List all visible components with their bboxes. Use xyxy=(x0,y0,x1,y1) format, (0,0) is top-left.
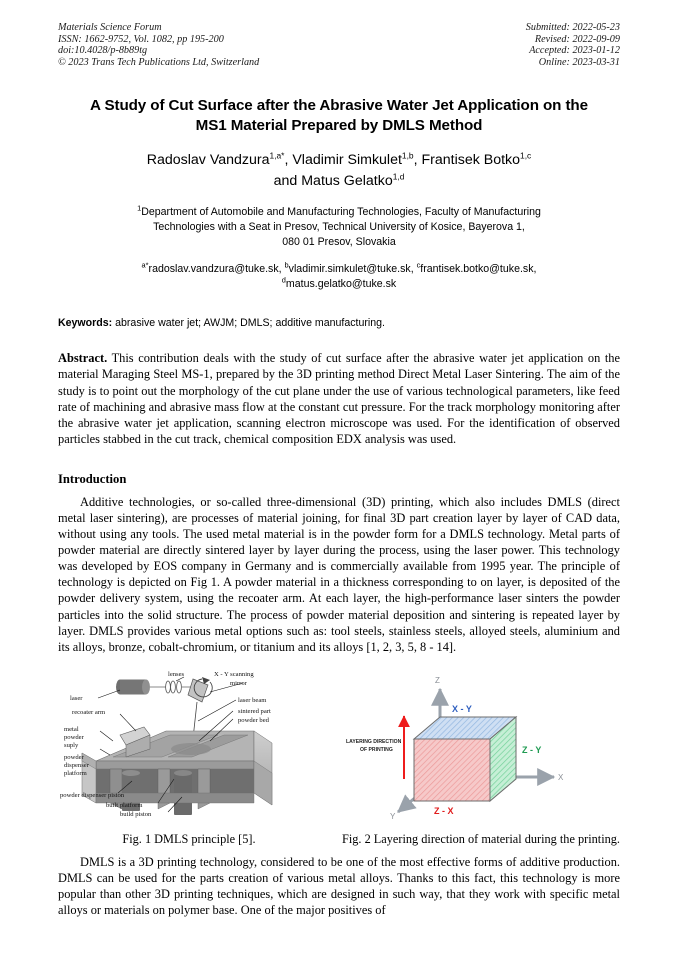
figure-2-label-axis-x: X xyxy=(558,773,564,782)
author-line-1: Radoslav Vandzura1,a*, Vladimir Simkulet… xyxy=(58,150,620,171)
affiliation-sup: 1 xyxy=(137,203,142,213)
email-2-sep: , xyxy=(410,263,417,276)
date-online: Online: 2023-03-31 xyxy=(538,56,620,68)
author-3-name: Frantisek Botko xyxy=(421,152,521,169)
figure-1-label-scanning-mirror-1: X - Y scanning xyxy=(214,671,254,678)
email-1-sep: , xyxy=(278,263,285,276)
figure-1-label-lenses: lenses xyxy=(168,671,185,678)
lens-icon xyxy=(165,680,182,694)
figure-2-caption: Fig. 2 Layering direction of material du… xyxy=(342,831,620,846)
email-2-sup: b xyxy=(284,260,289,270)
figure-1-label-scanning-mirror-2: mirror xyxy=(230,680,248,687)
email-block: a*radoslav.vandzura@tuke.sk, bvladimir.s… xyxy=(58,260,620,292)
figure-1-label-built-platform: built platform xyxy=(106,802,143,809)
affiliation-line1: 1Department of Automobile and Manufactur… xyxy=(66,205,612,220)
figure-2-label-axis-z: Z xyxy=(435,676,440,685)
author-2-sep: , xyxy=(413,152,422,169)
journal-header-right: Submitted: 2022-05-23 Revised: 2022-09-0… xyxy=(526,22,620,68)
journal-issn: ISSN: 1662-9752, Vol. 1082, pp 195-200 xyxy=(58,33,224,45)
figure-1-image: laser lenses X - Y scanning mirror laser… xyxy=(60,671,273,818)
email-line-1: a*radoslav.vandzura@tuke.sk, bvladimir.s… xyxy=(58,260,620,277)
abstract-text: This contribution deals with the study o… xyxy=(58,351,621,446)
figure-1-label-recoater-arm: recoater arm xyxy=(72,709,106,716)
dmls-machine-body xyxy=(81,726,273,815)
figure-1-label-build-piston: build piston xyxy=(120,811,152,818)
journal-header: Materials Science Forum ISSN: 1662-9752,… xyxy=(58,22,620,68)
author-2-sup: 1,b xyxy=(401,150,414,161)
figure-2-label-face-top: X - Y xyxy=(452,704,472,714)
date-submitted: Submitted: 2022-05-23 xyxy=(525,22,620,33)
figure-2-label-axis-y: Y xyxy=(390,812,396,821)
section-heading-introduction: Introduction xyxy=(58,471,127,486)
scanning-mirror-icon xyxy=(187,676,213,703)
date-accepted: Accepted: 2023-01-12 xyxy=(529,45,620,57)
author-conjunction: and xyxy=(273,173,302,190)
email-4[interactable]: matus.gelatko@tuke.sk xyxy=(285,277,397,290)
figure-2-image: Z X Y X - Y Z - Y Z - X LAYERING DIRECTI… xyxy=(346,676,564,821)
email-line-2: dmatus.gelatko@tuke.sk xyxy=(58,275,620,292)
abstract-block: Abstract. This contribution deals with t… xyxy=(58,350,620,447)
keywords-block: Keywords: abrasive water jet; AWJM; DMLS… xyxy=(58,316,620,330)
page-title-line2: MS1 Material Prepared by DMLS Method xyxy=(195,116,483,134)
author-line-2: and Matus Gelatko1,d xyxy=(58,171,620,192)
email-3[interactable]: frantisek.botko@tuke.sk xyxy=(420,263,534,276)
figure-1-caption: Fig. 1 DMLS principle [5]. xyxy=(122,831,256,846)
journal-copyright: © 2023 Trans Tech Publications Ltd, Swit… xyxy=(58,56,260,68)
figure-2-label-direction-2: OF PRINTING xyxy=(360,747,393,753)
figure-2-label-face-right: Z - Y xyxy=(522,745,541,755)
figure-1-leader-lines xyxy=(97,676,244,813)
author-1: Radoslav Vandzura1,a*, xyxy=(146,150,293,169)
figure-1-label-dispenser: dispenser xyxy=(64,762,90,769)
figure-2-block: Z X Y X - Y Z - Y Z - X LAYERING DIRECTI… xyxy=(342,669,620,847)
page-title: A Study of Cut Surface after the Abrasiv… xyxy=(58,96,620,135)
author-3: Frantisek Botko1,c xyxy=(421,150,532,169)
figure-1-label-sintered-part: sintered part xyxy=(238,708,271,715)
journal-name: Materials Science Forum xyxy=(58,22,162,33)
keywords-text: abrasive water jet; AWJM; DMLS; additive… xyxy=(115,317,385,330)
email-2[interactable]: vladimir.simkulet@tuke.sk xyxy=(288,263,411,276)
affiliation-block: 1Department of Automobile and Manufactur… xyxy=(58,205,620,249)
author-list: Radoslav Vandzura1,a*, Vladimir Simkulet… xyxy=(58,150,620,192)
author-2: Vladimir Simkulet1,b, xyxy=(292,150,422,169)
figure-1-label-powder-dispenser-piston: powder dispenser piston xyxy=(60,792,125,799)
figure-1-label-powder-2: powder xyxy=(64,754,85,761)
affiliation-line3: 080 01 Presov, Slovakia xyxy=(282,235,396,248)
author-1-sup: 1,a* xyxy=(269,150,285,161)
author-3-sup: 1,c xyxy=(520,150,532,161)
author-1-sep: , xyxy=(284,152,293,169)
cube-front-face xyxy=(413,738,491,802)
figure-1-label-powder-bed: powder bed xyxy=(238,717,270,724)
figure-2-label-direction-1: LAYERING DIRECTION xyxy=(346,739,402,745)
cube-right-face xyxy=(489,715,517,802)
email-1[interactable]: radoslav.vandzura@tuke.sk xyxy=(148,263,279,276)
laser-head-icon xyxy=(116,679,150,695)
figure-1-label-metal: metal xyxy=(64,726,79,733)
author-2-name: Vladimir Simkulet xyxy=(292,152,402,169)
date-revised: Revised: 2022-09-09 xyxy=(534,33,620,45)
journal-header-left: Materials Science Forum ISSN: 1662-9752,… xyxy=(58,22,259,68)
email-3-sep: , xyxy=(533,263,537,276)
introduction-paragraph-1: Additive technologies, or so-called thre… xyxy=(58,494,620,654)
journal-doi: doi:10.4028/p-8b89tg xyxy=(58,45,148,57)
figure-1-label-laser-beam: laser beam xyxy=(238,697,267,704)
introduction-paragraph-2: DMLS is a 3D printing technology, consid… xyxy=(58,854,620,918)
email-1-sup: a* xyxy=(141,260,149,270)
email-4-sup: d xyxy=(281,275,286,285)
page-title-line1: A Study of Cut Surface after the Abrasiv… xyxy=(90,97,588,115)
figure-1-label-platform: platform xyxy=(64,770,88,777)
abstract-label: Abstract. xyxy=(58,351,108,366)
author-4-name: Matus Gelatko xyxy=(301,173,393,190)
author-4-sup: 1,d xyxy=(392,171,405,182)
email-3-sup: c xyxy=(416,260,421,270)
affiliation-line2: Technologies with a Seat in Presov, Tech… xyxy=(153,220,525,233)
keywords-label: Keywords: xyxy=(58,317,113,330)
author-1-name: Radoslav Vandzura xyxy=(146,152,270,169)
figure-1-label-laser: laser xyxy=(70,695,83,702)
figure-2-label-face-front: Z - X xyxy=(434,806,454,816)
affiliation-text1: Department of Automobile and Manufacturi… xyxy=(141,206,541,219)
figure-1-label-powder: powder xyxy=(64,734,85,741)
figure-1-label-suply: suply xyxy=(64,742,79,749)
figure-1-block: laser lenses X - Y scanning mirror laser… xyxy=(58,669,320,847)
figure-row: laser lenses X - Y scanning mirror laser… xyxy=(58,669,620,847)
